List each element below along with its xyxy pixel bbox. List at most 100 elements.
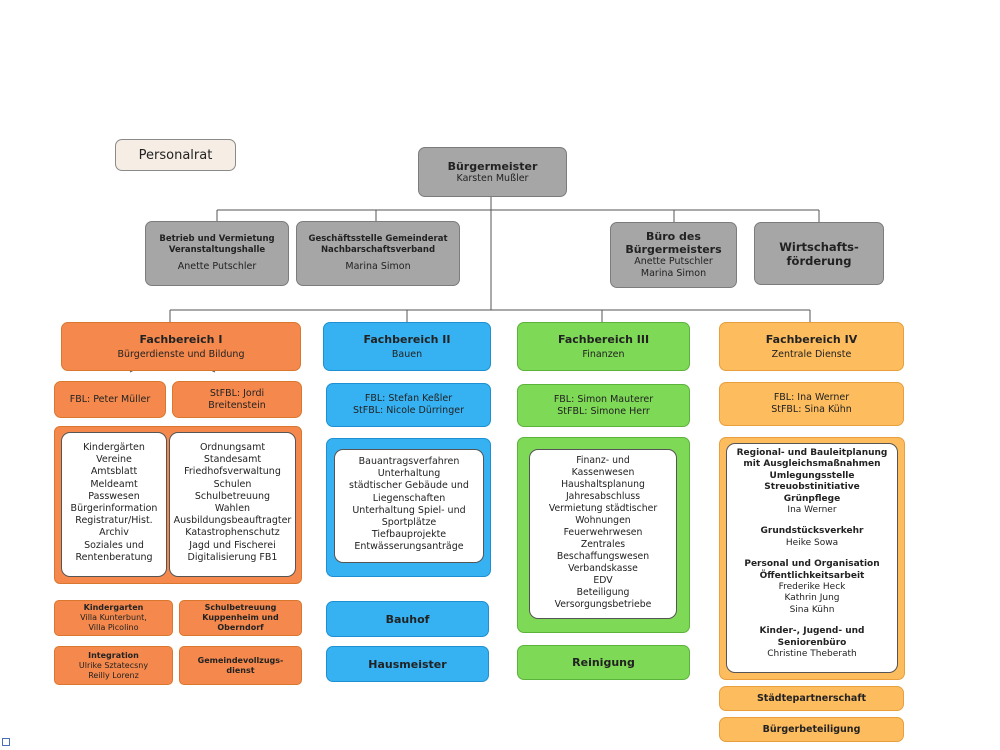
staff-title-line: Nachbarschaftsverband (320, 245, 436, 255)
section-head: Streuobstinitiative (764, 482, 860, 493)
staff-title-line: Betrieb und Vermietung (159, 234, 275, 244)
staff-title-line: Büro des (646, 230, 701, 243)
fb2-title: Fachbereich II (363, 332, 451, 346)
fb2-unit-bauhof: Bauhof (326, 601, 489, 637)
fb1-unit-gemeindevollzug: Gemeindevollzugs- dienst (179, 646, 302, 685)
staff-box-wirtschaft: Wirtschafts- förderung (754, 222, 884, 285)
fb2-fbl: FBL: Stefan Keßler (364, 393, 453, 404)
personalrat-box: Personalrat (115, 139, 236, 171)
task-item: Schulen (213, 478, 252, 490)
task-item: Feuerwehrwesen (563, 527, 643, 538)
task-item: Sportplätze (381, 517, 437, 529)
unit-sub: Ulrike Sztatecsny (78, 660, 149, 670)
task-item: Unterhaltung Spiel- und (352, 504, 466, 516)
section-head: Grundstücksverkehr (760, 526, 864, 537)
task-item: Beschaffungswesen (556, 551, 650, 562)
unit-sub: Reilly Lorenz (88, 670, 139, 680)
unit-title: Oberndorf (217, 623, 264, 632)
fb3-header: Fachbereich III Finanzen (517, 322, 690, 371)
expand-icon[interactable] (2, 738, 10, 746)
section-head: mit Ausgleichsmaßnahmen (743, 459, 881, 470)
fb3-unit-reinigung: Reinigung (517, 645, 690, 680)
fb3-fbl: FBL: Simon Mauterer (553, 393, 654, 405)
unit-sub: Villa Picolino (88, 623, 139, 632)
unit-title: Integration (88, 650, 139, 660)
fb4-tasks: Regional- und Bauleitplanung mit Ausglei… (726, 443, 898, 673)
unit-sub: Villa Kunterbunt, (80, 613, 147, 622)
task-item: Tiefbauprojekte (371, 529, 447, 541)
fb4-header: Fachbereich IV Zentrale Dienste (719, 322, 904, 371)
fb4-fbl: FBL: Ina Werner (773, 392, 850, 403)
section-name: Ina Werner (787, 505, 837, 516)
section-head: Personal und Organisation (744, 559, 880, 570)
fb2-stfbl: StFBL: Nicole Dürringer (353, 405, 464, 416)
task-item: Zentrales (580, 539, 626, 550)
fb4-stfbl: StFBL: Sina Kühn (771, 404, 852, 415)
task-item: Jagd und Fischerei (189, 539, 276, 551)
fb1-unit-kindergarten: Kindergarten Villa Kunterbunt, Villa Pic… (54, 600, 173, 636)
task-item: Passwesen (88, 490, 140, 502)
fb1-title: Fachbereich I (139, 332, 223, 346)
task-item: Beteiligung (576, 587, 630, 598)
task-item: Ordnungsamt (199, 442, 266, 453)
task-item: Standesamt (203, 454, 262, 466)
buergermeister-name: Karsten Mußler (456, 172, 529, 184)
unit-title: Hausmeister (368, 657, 447, 671)
staff-name: Anette Putschler (634, 256, 713, 267)
fb1-stfbl-line: Breitenstein (208, 399, 266, 411)
fb4-unit-staedtepartnerschaft: Städtepartnerschaft (719, 686, 904, 711)
unit-title: Schulbetreuung (204, 603, 277, 612)
task-item: Unterhaltung (377, 468, 441, 480)
staff-name: Marina Simon (345, 261, 411, 272)
task-item: Kassenwesen (571, 467, 635, 478)
section-head: Öffentlichkeitsarbeit (759, 570, 865, 581)
fb4-unit-buergerbeteiligung: Bürgerbeteiligung (719, 717, 904, 742)
unit-title: Gemeindevollzugs- (197, 655, 284, 665)
staff-box-geschaeftsstelle: Geschäftsstelle Gemeinderat Nachbarschaf… (296, 221, 460, 286)
fb1-stfbl-line: StFBL: Jordi (209, 387, 265, 399)
task-item: Wahlen (214, 503, 251, 515)
staff-title-line: Wirtschafts- (779, 239, 859, 254)
section-head: Seniorenbüro (777, 637, 847, 648)
staff-box-betrieb: Betrieb und Vermietung Veranstaltungshal… (145, 221, 289, 286)
task-item: Amtsblatt (90, 466, 138, 478)
staff-title-line: Bürgermeisters (625, 243, 722, 256)
section-name: Kathrin Jung (784, 593, 840, 604)
fb1-fbl-box: FBL: Peter Müller (54, 381, 166, 418)
task-item: Entwässerungsanträge (354, 541, 464, 553)
task-item: Bauantragsverfahren (358, 456, 460, 467)
task-item: Registratur/Hist. (75, 515, 153, 527)
fb1-unit-integration: Integration Ulrike Sztatecsny Reilly Lor… (54, 646, 173, 685)
fb3-subtitle: Finanzen (582, 348, 625, 360)
unit-title: Kindergarten (83, 603, 144, 612)
unit-title: Bürgerbeteiligung (762, 723, 861, 735)
task-item: Archiv (99, 527, 129, 539)
task-item: Verbandskasse (568, 563, 638, 574)
fb1-subtitle: Bürgerdienste und Bildung (117, 348, 245, 360)
fb1-tasks-right: Ordnungsamt Standesamt Friedhofsverwaltu… (169, 432, 296, 577)
unit-title: Kuppenheim und (202, 613, 279, 622)
task-item: Soziales und (84, 539, 144, 551)
task-item: EDV (593, 575, 613, 586)
section-name: Sina Kühn (789, 604, 835, 615)
task-item: städtischer Gebäude und (349, 480, 469, 492)
staff-box-buero: Büro des Bürgermeisters Anette Putschler… (610, 222, 737, 288)
fb2-unit-hausmeister: Hausmeister (326, 646, 489, 682)
section-head: Kinder-, Jugend- und (759, 626, 865, 637)
fb1-stfbl-box: StFBL: Jordi Breitenstein (172, 381, 302, 418)
section-head: Regional- und Bauleitplanung (736, 448, 888, 458)
fb3-title: Fachbereich III (557, 332, 650, 346)
task-item: Wohnungen (575, 515, 631, 526)
fb2-tasks: Bauantragsverfahren Unterhaltung städtis… (334, 449, 484, 563)
staff-name: Anette Putschler (177, 261, 257, 272)
fb1-fbl: FBL: Peter Müller (69, 393, 151, 405)
fb2-header: Fachbereich II Bauen (323, 322, 491, 371)
task-item: Bürgerinformation (70, 503, 158, 515)
section-name: Frederike Heck (778, 582, 846, 593)
fb4-title: Fachbereich IV (765, 332, 858, 346)
staff-title-line: Geschäftsstelle Gemeinderat (308, 234, 448, 244)
unit-title: dienst (226, 665, 255, 675)
section-head: Grünpflege (783, 493, 841, 504)
unit-title: Reinigung (572, 656, 635, 669)
buergermeister-box: Bürgermeister Karsten Mußler (418, 147, 567, 197)
